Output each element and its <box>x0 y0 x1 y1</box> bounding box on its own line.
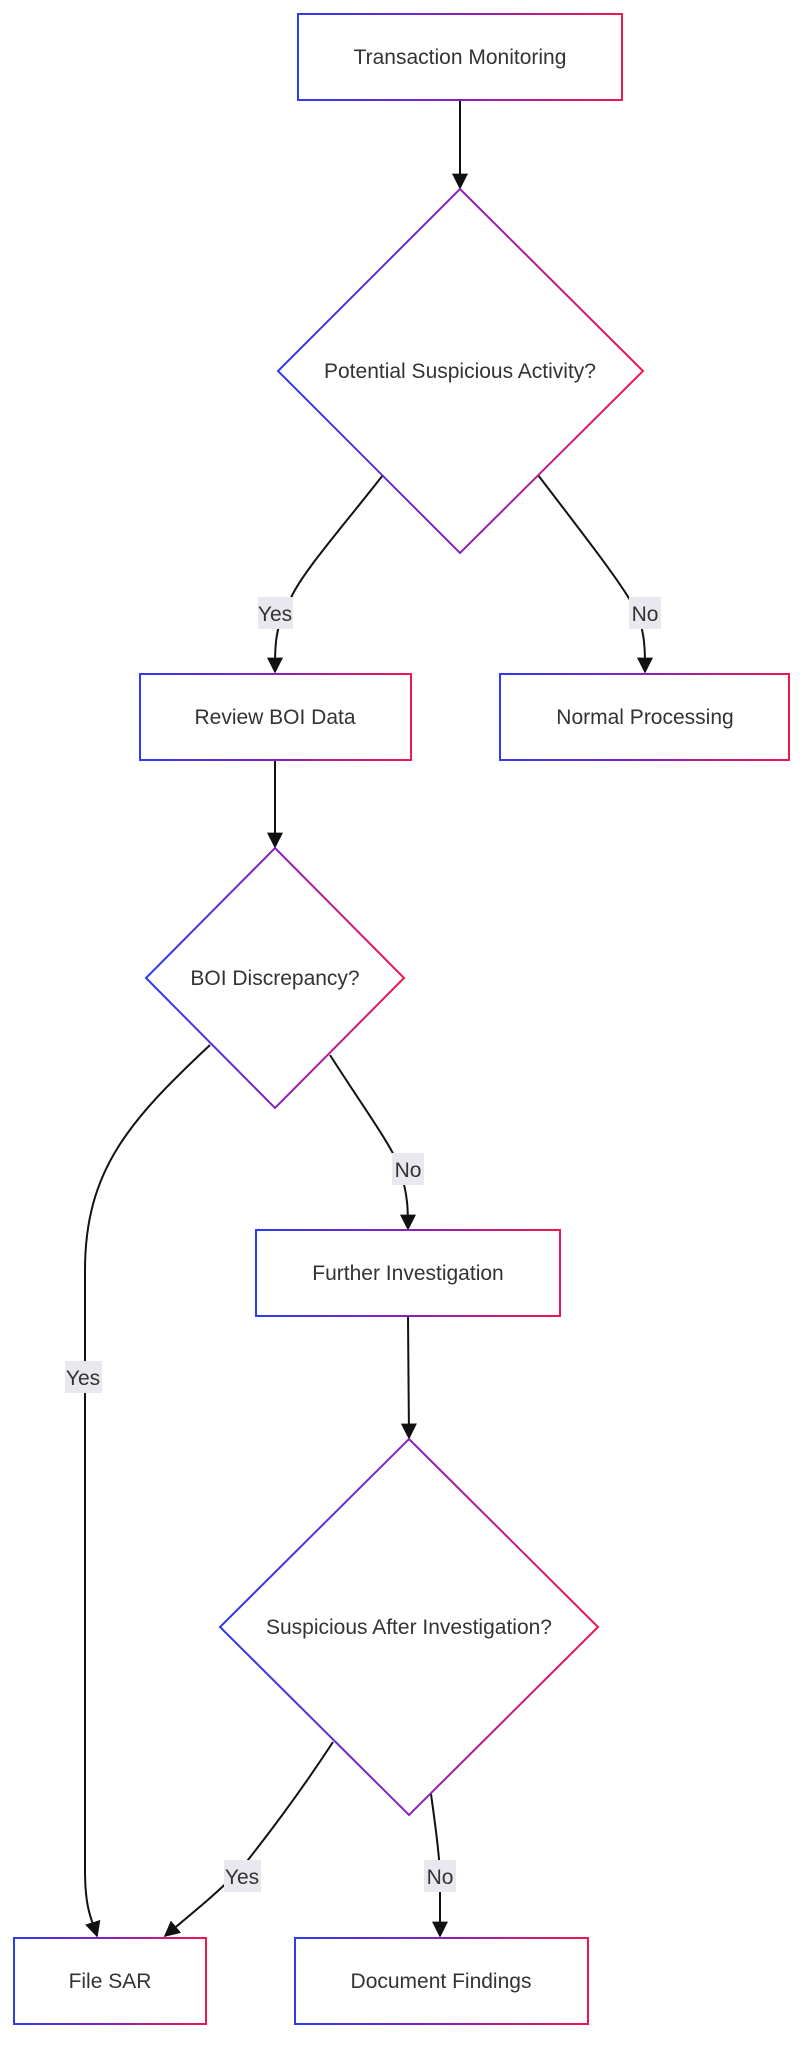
node-transaction-monitoring: Transaction Monitoring <box>297 13 623 101</box>
edge-discrepancy-to-further-no <box>329 1054 416 1231</box>
edge-after-to-sar-yes <box>163 1741 334 1938</box>
edge-label-no-3: No <box>424 1860 456 1892</box>
decision-label: Potential Suspicious Activity? <box>324 360 596 383</box>
edge-label-no-2: No <box>392 1153 424 1185</box>
edge-label-text: Yes <box>66 1367 100 1390</box>
edge-label-text: Yes <box>258 603 292 626</box>
node-label: Document Findings <box>351 1970 532 1993</box>
edge-label-text: No <box>632 603 659 626</box>
edge-further-to-after <box>400 1316 417 1440</box>
node-document-findings: Document Findings <box>294 1937 589 2025</box>
edge-discrepancy-to-sar-yes <box>84 1044 211 1938</box>
edge-label-text: No <box>427 1866 454 1889</box>
edge-label-yes-3: Yes <box>224 1860 261 1892</box>
edge-label-no-1: No <box>629 597 661 629</box>
edge-label-text: Yes <box>225 1866 259 1889</box>
edge-label-text: No <box>395 1159 422 1182</box>
decision-suspicious-after: Suspicious After Investigation? <box>218 1437 600 1817</box>
node-file-sar: File SAR <box>13 1937 207 2025</box>
node-label: File SAR <box>69 1970 152 1993</box>
node-further-investigation: Further Investigation <box>255 1229 561 1317</box>
node-label: Transaction Monitoring <box>354 46 567 69</box>
node-label: Review BOI Data <box>194 706 355 729</box>
node-normal-processing: Normal Processing <box>499 673 790 761</box>
edge-labels: Yes No No Yes Yes No <box>65 597 661 1892</box>
decision-label: BOI Discrepancy? <box>190 967 359 990</box>
node-label: Normal Processing <box>556 706 733 729</box>
edge-label-yes-1: Yes <box>258 597 293 629</box>
edge-suspicious-to-review-yes <box>267 474 384 674</box>
decision-boi-discrepancy: BOI Discrepancy? <box>144 846 406 1110</box>
decision-label: Suspicious After Investigation? <box>266 1616 552 1639</box>
edge-suspicious-to-normal-no <box>537 474 653 674</box>
node-label: Further Investigation <box>312 1262 503 1285</box>
nodes: Transaction Monitoring Potential Suspici… <box>13 13 790 2025</box>
decision-potential-suspicious: Potential Suspicious Activity? <box>276 187 645 555</box>
node-review-boi: Review BOI Data <box>139 673 412 761</box>
edge-label-yes-2: Yes <box>65 1361 102 1393</box>
